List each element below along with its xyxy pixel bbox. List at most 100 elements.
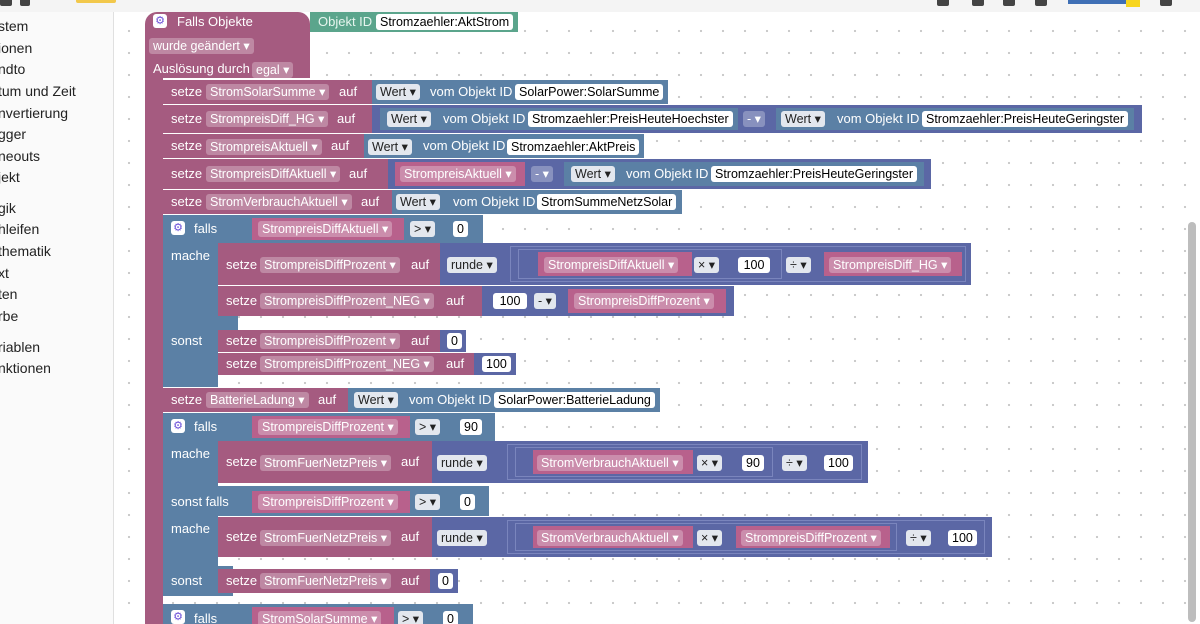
operator-dropdown[interactable]: ÷ ▾ [782,455,807,471]
toolbar-icon[interactable] [937,0,949,6]
variable-getter-block[interactable] [252,607,394,624]
variable-dropdown[interactable]: StromSolarSumme ▾ [258,611,382,624]
variable-getter-block[interactable] [736,526,890,548]
blockly-workspace[interactable]: ⚙ Falls Objekte Objekt ID Stromzaehler:A… [114,12,1200,624]
variable-dropdown[interactable]: StromSolarSumme ▾ [206,84,330,100]
search-icon[interactable] [1160,0,1172,6]
operator-dropdown[interactable]: ÷ ▾ [906,530,931,546]
variable-getter-block[interactable] [538,252,692,276]
toolbar-icon[interactable] [0,0,12,6]
variable-dropdown[interactable]: StrompreisDiffAktuell ▾ [544,257,679,273]
toolbar-icon[interactable] [1035,0,1047,6]
sidebar-item[interactable]: thematik [0,243,51,259]
sidebar-item[interactable]: jekt [0,169,20,185]
variable-dropdown[interactable]: StromFuerNetzPreis ▾ [260,455,391,471]
set-block[interactable] [218,353,476,375]
toolbar-button[interactable] [1068,0,1128,4]
toolbar-icon[interactable] [20,0,30,6]
set-block[interactable] [218,517,438,557]
number-input[interactable]: 0 [443,611,458,624]
operator-dropdown[interactable]: - ▾ [534,293,556,309]
object-id-value[interactable]: Stromzaehler:PreisHeuteHoechster [528,111,733,127]
variable-getter-block[interactable] [252,416,410,438]
number-input[interactable]: 0 [460,494,475,510]
set-block[interactable] [218,569,430,593]
toolbar-icon[interactable] [972,0,984,6]
number-input[interactable]: 0 [453,221,468,237]
sidebar-item[interactable]: xt [0,265,9,281]
gear-icon[interactable]: ⚙ [153,14,167,28]
sidebar-item[interactable]: ionen [0,40,33,56]
event-dropdown[interactable]: wurde geändert ▾ [149,38,254,54]
wert-dropdown[interactable]: Wert ▾ [354,392,398,408]
object-id-value[interactable]: SolarPower:BatterieLadung [494,392,655,408]
set-block[interactable] [163,388,353,412]
variable-dropdown[interactable]: StrompreisDiffProzent ▾ [574,293,714,309]
variable-getter-block[interactable] [824,252,962,276]
sidebar-item[interactable]: ten [0,286,18,302]
number-input[interactable]: 100 [824,455,853,471]
variable-dropdown[interactable]: StrompreisDiffProzent ▾ [258,419,398,435]
number-input[interactable]: 100 [738,257,770,273]
gear-icon[interactable]: ⚙ [171,419,185,433]
round-dropdown[interactable]: runde ▾ [447,257,497,273]
variable-dropdown[interactable]: StrompreisDiffAktuell ▾ [206,166,341,182]
set-block[interactable] [218,286,488,316]
object-id-value[interactable]: SolarPower:SolarSumme [515,84,664,100]
toolbar-button[interactable] [1126,0,1140,7]
object-id-value[interactable]: Stromzaehler:PreisHeuteGeringster [922,111,1128,127]
compare-operator-dropdown[interactable]: > ▾ [410,221,436,237]
operator-dropdown[interactable]: × ▾ [697,530,723,546]
variable-dropdown[interactable]: StromFuerNetzPreis ▾ [260,530,391,546]
sidebar-item[interactable]: tum und Zeit [0,83,76,99]
variable-dropdown[interactable]: StrompreisDiff_HG ▾ [206,111,329,127]
gear-icon[interactable]: ⚙ [171,610,185,624]
sidebar-item[interactable]: nvertierung [0,105,69,121]
operator-dropdown[interactable]: × ▾ [697,455,723,471]
number-input[interactable]: 90 [742,455,764,471]
wert-dropdown[interactable]: Wert ▾ [396,194,440,210]
sidebar-item[interactable]: gger [0,126,27,142]
variable-getter-block[interactable] [568,289,726,313]
compare-operator-dropdown[interactable]: > ▾ [415,494,441,510]
set-block[interactable] [163,134,369,158]
object-id-value[interactable]: Stromzaehler:PreisHeuteGeringster [711,166,917,182]
variable-getter-block[interactable] [252,491,410,513]
sidebar-item[interactable]: gik [0,200,16,216]
round-dropdown[interactable]: runde ▾ [437,530,487,546]
sidebar-item[interactable]: rbe [0,308,19,324]
variable-getter-block[interactable] [395,162,525,186]
operator-dropdown[interactable]: ÷ ▾ [786,257,811,273]
sidebar-item[interactable]: riablen [0,339,41,355]
variable-dropdown[interactable]: StrompreisAktuell ▾ [206,139,322,155]
number-input[interactable]: 0 [447,333,462,349]
number-input[interactable]: 100 [493,293,527,309]
sidebar-item[interactable]: neouts [0,148,41,164]
operator-dropdown[interactable]: × ▾ [694,257,720,273]
variable-dropdown[interactable]: StromVerbrauchAktuell ▾ [537,530,683,546]
set-block[interactable] [163,159,393,189]
wert-dropdown[interactable]: Wert ▾ [571,166,615,182]
wert-dropdown[interactable]: Wert ▾ [368,139,412,155]
compare-operator-dropdown[interactable]: > ▾ [415,419,441,435]
sidebar-item[interactable]: nktionen [0,360,51,376]
toolbar-tab[interactable] [76,0,116,3]
ausloesung-dropdown[interactable]: egal ▾ [252,62,294,78]
variable-dropdown[interactable]: BatterieLadung ▾ [206,392,309,408]
wert-dropdown[interactable]: Wert ▾ [376,84,420,100]
number-input[interactable]: 100 [948,530,977,546]
variable-dropdown[interactable]: StrompreisDiff_HG ▾ [829,257,952,273]
set-block[interactable] [163,190,393,214]
variable-dropdown[interactable]: StromVerbrauchAktuell ▾ [206,194,352,210]
gear-icon[interactable]: ⚙ [171,221,185,235]
operator-dropdown[interactable]: - ▾ [743,111,765,127]
set-block[interactable] [218,441,438,483]
object-id-value[interactable]: Stromzaehler:AktPreis [507,139,640,155]
variable-dropdown[interactable]: StrompreisDiffProzent_NEG ▾ [260,293,434,309]
variable-dropdown[interactable]: StrompreisAktuell ▾ [400,166,516,182]
toolbar-icon[interactable] [1003,0,1015,6]
wert-dropdown[interactable]: Wert ▾ [387,111,431,127]
variable-getter-block[interactable] [252,218,404,240]
set-block[interactable] [218,330,440,352]
number-input[interactable]: 100 [482,356,511,372]
